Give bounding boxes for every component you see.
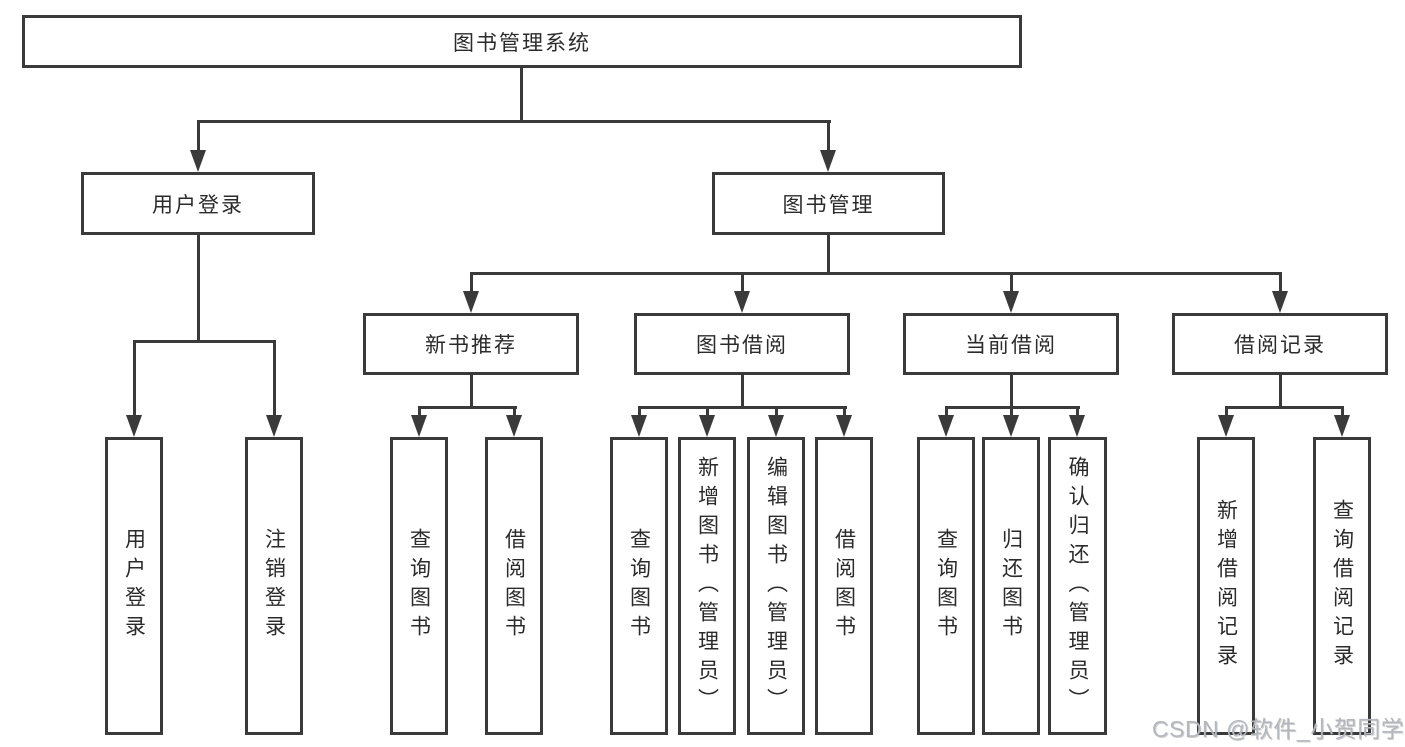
arrow-down-icon — [1334, 415, 1350, 437]
arrow-down-icon — [699, 415, 715, 437]
arrow-down-icon — [1003, 291, 1019, 313]
arrow-down-icon — [126, 415, 142, 437]
connector-login-shaft — [197, 120, 200, 150]
node-book-management: 图书管理 — [712, 172, 945, 235]
arrow-down-icon — [190, 150, 206, 172]
csdn-watermark: CSDN @软件_小贺同学 — [1152, 716, 1405, 742]
leaf-borrow-edit-books-admin: 编辑图书（管理员） — [747, 437, 805, 735]
leaf-recommend-borrow-books: 借阅图书 — [485, 437, 543, 735]
leaf-current-confirm-return-admin: 确认归还（管理员） — [1048, 437, 1107, 735]
leaf-borrow-query-books: 查询图书 — [610, 437, 668, 735]
connector-leaf-shaft — [706, 406, 709, 415]
connector-mgmt-shaft — [827, 120, 830, 150]
connector-login-rail — [133, 340, 276, 343]
arrow-down-icon — [768, 415, 784, 437]
arrow-down-icon — [734, 291, 750, 313]
arrow-down-icon — [411, 415, 427, 437]
arrow-down-icon — [938, 415, 954, 437]
connector-borrow-shaft — [741, 272, 744, 291]
connector-leaf-shaft — [1225, 406, 1228, 415]
connector-borrow-rail — [638, 406, 847, 409]
connector-leaf-shaft — [843, 406, 846, 415]
arrow-down-icon — [463, 291, 479, 313]
connector-recommend-shaft — [470, 272, 473, 291]
leaf-logout: 注销登录 — [245, 437, 303, 735]
leaf-label: 查询图书 — [627, 528, 651, 644]
node-new-book-recommend: 新书推荐 — [363, 313, 579, 375]
arrow-down-icon — [1218, 415, 1234, 437]
leaf-label: 用户登录 — [122, 528, 146, 644]
connector-recommend-rail — [418, 406, 517, 409]
connector-recommend-stem — [470, 375, 473, 406]
node-root: 图书管理系统 — [22, 15, 1022, 68]
connector-current-shaft — [1010, 272, 1013, 291]
leaf-add-borrow-record: 新增借阅记录 — [1197, 437, 1255, 735]
leaf-label: 借阅图书 — [832, 528, 856, 644]
connector-root-stem — [520, 68, 523, 120]
leaf-borrow-add-books-admin: 新增图书（管理员） — [678, 437, 736, 735]
connector-leaf-shaft — [1076, 406, 1079, 415]
leaf-user-login: 用户登录 — [105, 437, 163, 735]
connector-leaf-shaft — [273, 340, 276, 415]
arrow-down-icon — [1003, 415, 1019, 437]
node-user-login: 用户登录 — [81, 172, 315, 235]
connector-records-shaft — [1279, 272, 1282, 291]
leaf-borrow-borrow-books: 借阅图书 — [815, 437, 873, 735]
arrow-down-icon — [1069, 415, 1085, 437]
connector-login-stem — [197, 235, 200, 340]
connector-leaf-shaft — [1010, 406, 1013, 415]
leaf-label: 注销登录 — [262, 528, 286, 644]
connector-mgmt-rail — [470, 272, 1282, 275]
leaf-label: 确认归还（管理员） — [1066, 455, 1089, 717]
leaf-label: 新增借阅记录 — [1214, 499, 1238, 673]
connector-leaf-shaft — [775, 406, 778, 415]
connector-records-rail — [1225, 406, 1344, 409]
leaf-label: 查询图书 — [407, 528, 431, 644]
arrow-down-icon — [631, 415, 647, 437]
connector-leaf-shaft — [418, 406, 421, 415]
leaf-current-return-books: 归还图书 — [982, 437, 1040, 735]
arrow-down-icon — [836, 415, 852, 437]
node-current-borrow: 当前借阅 — [903, 313, 1119, 375]
leaf-recommend-query-books: 查询图书 — [390, 437, 448, 735]
connector-mgmt-stem — [827, 235, 830, 272]
leaf-label: 新增图书（管理员） — [695, 455, 719, 717]
connector-leaf-shaft — [1341, 406, 1344, 415]
leaf-label: 归还图书 — [999, 528, 1023, 644]
connector-leaf-shaft — [945, 406, 948, 415]
node-book-borrow: 图书借阅 — [634, 313, 850, 375]
connector-root-rail — [197, 120, 831, 123]
arrow-down-icon — [266, 415, 282, 437]
leaf-query-borrow-record: 查询借阅记录 — [1313, 437, 1371, 735]
leaf-label: 查询借阅记录 — [1330, 499, 1354, 673]
leaf-label: 编辑图书（管理员） — [764, 455, 788, 717]
connector-borrow-stem — [741, 375, 744, 406]
arrow-down-icon — [820, 150, 836, 172]
node-borrow-records: 借阅记录 — [1172, 313, 1388, 375]
arrow-down-icon — [506, 415, 522, 437]
leaf-label: 查询图书 — [934, 528, 958, 644]
connector-leaf-shaft — [133, 340, 136, 415]
connector-records-stem — [1279, 375, 1282, 406]
arrow-down-icon — [1272, 291, 1288, 313]
leaf-label: 借阅图书 — [502, 528, 526, 644]
connector-leaf-shaft — [638, 406, 641, 415]
connector-leaf-shaft — [513, 406, 516, 415]
connector-current-stem — [1010, 375, 1013, 406]
leaf-current-query-books: 查询图书 — [917, 437, 975, 735]
